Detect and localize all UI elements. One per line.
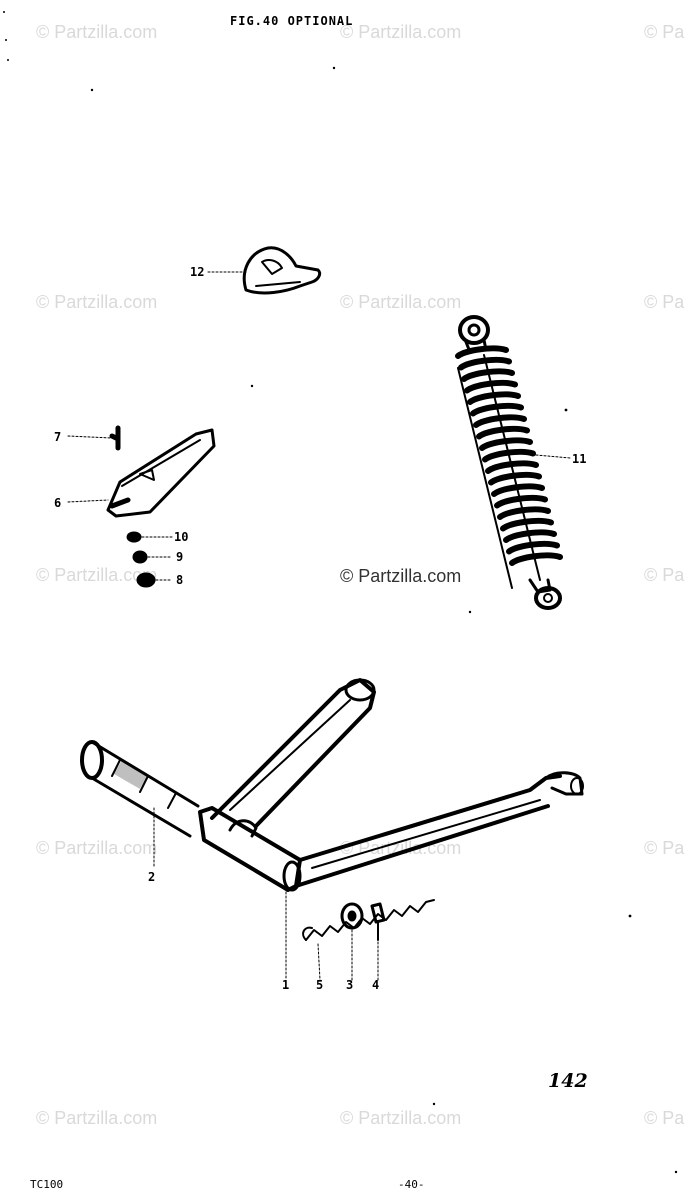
watermark: © Pa	[644, 838, 685, 858]
callout-9: 9	[176, 550, 184, 564]
part-5-spring	[302, 899, 435, 981]
watermark: © Partzilla.com	[340, 292, 462, 312]
shock-coil	[455, 345, 509, 359]
watermark: © Partzilla.com	[36, 1108, 158, 1128]
watermark: © Pa	[644, 1108, 685, 1128]
part-3-washer	[340, 902, 364, 981]
sheet-number: 142	[548, 1070, 588, 1092]
shock-coil	[461, 368, 515, 382]
shock-coil	[470, 402, 524, 417]
callout-5: 5	[316, 978, 324, 992]
watermark: © Pa	[644, 292, 685, 312]
shock-coil	[467, 391, 521, 405]
part-8-nut	[136, 572, 173, 588]
shock-coil	[458, 356, 512, 371]
callout-6: 6	[54, 496, 62, 510]
watermark: © Partzilla.com	[36, 22, 158, 42]
part-6-plate	[67, 428, 216, 518]
shock-coil	[476, 425, 530, 440]
part-7-bolt	[67, 425, 121, 451]
callout-4: 4	[372, 978, 380, 992]
watermark-center: © Partzilla.com	[340, 566, 462, 586]
watermark: © Pa	[644, 22, 685, 42]
callout-3: 3	[346, 978, 354, 992]
part-12-cover	[207, 246, 322, 295]
footer-model: TC100	[30, 1178, 64, 1191]
part-4-pin	[370, 902, 386, 981]
watermark: © Partzilla.com	[36, 565, 158, 585]
watermark: © Partzilla.com	[340, 1108, 462, 1128]
callout-2: 2	[148, 870, 156, 884]
part-2-shaft	[80, 740, 200, 867]
footer-page-number: -40-	[398, 1178, 425, 1191]
watermark: © Partzilla.com	[36, 292, 158, 312]
part-9-washer	[132, 550, 173, 564]
callout-7: 7	[54, 430, 62, 444]
callout-11: 11	[572, 452, 587, 466]
part-11-shock-absorber	[455, 315, 571, 610]
shock-coil	[464, 379, 518, 394]
watermark: © Partzilla.com	[340, 22, 462, 42]
callout-12: 12	[190, 265, 205, 279]
part-1-main-stand	[198, 678, 584, 981]
part-10-washer	[126, 531, 173, 543]
callout-8: 8	[176, 573, 184, 587]
callout-1: 1	[282, 978, 290, 992]
shock-coil	[473, 414, 527, 428]
callout-10: 10	[174, 530, 189, 544]
watermark: © Pa	[644, 565, 685, 585]
figure-title: FIG.40 OPTIONAL	[230, 14, 354, 28]
watermark: © Partzilla.com	[36, 838, 158, 858]
scan-specks	[3, 11, 678, 1174]
